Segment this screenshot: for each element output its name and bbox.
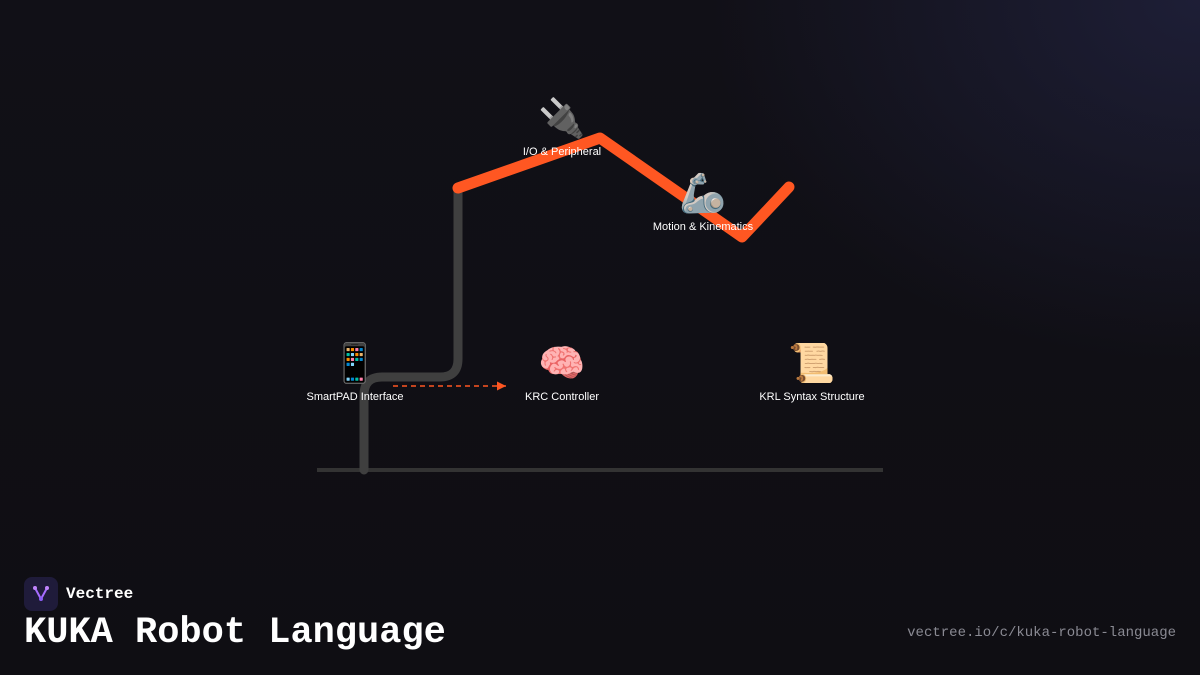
node-label-smartpad: SmartPAD Interface xyxy=(306,391,404,403)
node-label-krc: KRC Controller xyxy=(525,391,599,403)
page-url[interactable]: vectree.io/c/kuka-robot-language xyxy=(907,625,1176,641)
brain-icon: 🧠 xyxy=(538,341,586,385)
node-io: 🔌 I/O & Peripheral xyxy=(523,95,601,159)
node-smartpad: 📱 SmartPAD Interface xyxy=(307,340,404,404)
node-krc: 🧠 KRC Controller xyxy=(525,340,599,404)
vectree-logo-icon xyxy=(24,577,58,611)
node-motion: 🦾 Motion & Kinematics xyxy=(653,170,753,234)
mechanical-arm-icon: 🦾 xyxy=(679,171,727,215)
mobile-phone-icon: 📱 xyxy=(331,341,379,385)
node-label-krl: KRL Syntax Structure xyxy=(759,391,865,403)
active-path xyxy=(452,132,795,243)
brand: Vectree xyxy=(24,577,133,611)
inactive-path xyxy=(359,183,463,475)
node-label-motion: Motion & Kinematics xyxy=(652,221,754,233)
node-label-io: I/O & Peripheral xyxy=(522,146,602,158)
page-title: KUKA Robot Language xyxy=(24,612,446,654)
scroll-icon: 📜 xyxy=(788,341,836,385)
electric-plug-icon: 🔌 xyxy=(538,96,586,140)
node-krl: 📜 KRL Syntax Structure xyxy=(759,340,864,404)
brand-name: Vectree xyxy=(66,585,134,603)
